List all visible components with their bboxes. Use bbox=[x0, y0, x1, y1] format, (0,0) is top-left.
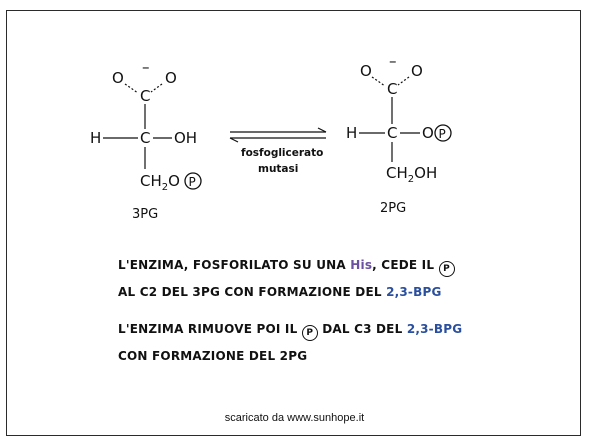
oxygen-left: O bbox=[360, 62, 372, 80]
statement2-line1: L'ENZIMA RIMUOVE POI IL P DAL C3 DEL 2,3… bbox=[118, 322, 462, 341]
hydrogen: H bbox=[346, 124, 357, 142]
ch2oh-group: CH2OH bbox=[386, 164, 437, 185]
carboxyl-carbon: C bbox=[387, 80, 397, 98]
bpg-label: 2,3-BPG bbox=[406, 322, 463, 336]
alpha-carbon: C bbox=[140, 129, 150, 147]
bond-dashed bbox=[150, 83, 163, 93]
bond-dashed bbox=[124, 83, 139, 94]
footer-source: scaricato da www.sunhope.it bbox=[224, 412, 365, 424]
oxygen-right: O bbox=[411, 62, 423, 80]
hydroxyl: OH bbox=[174, 129, 197, 147]
phosphate-p: P bbox=[439, 127, 446, 141]
molecule-3pg: O O – C H C OH CH2O P 3PG bbox=[90, 58, 202, 222]
phosphate-symbol: P bbox=[301, 325, 318, 341]
hydrogen: H bbox=[90, 129, 101, 147]
enzyme-name-line2: mutasi bbox=[258, 163, 298, 175]
slide-frame bbox=[6, 10, 581, 436]
phosphate-p: P bbox=[189, 175, 196, 189]
phosphate-circle bbox=[184, 172, 202, 190]
statement2-line2: CON FORMAZIONE DEL 2PG bbox=[118, 349, 308, 363]
bond-dashed bbox=[371, 76, 386, 87]
statement1-line2: AL C2 DEL 3PG CON FORMAZIONE DEL 2,3-BPG bbox=[118, 285, 442, 299]
negative-charge: – bbox=[142, 58, 150, 76]
enzyme-name-line1: fosfoglicerato bbox=[241, 147, 323, 159]
label-2pg: 2PG bbox=[380, 201, 406, 216]
negative-charge: – bbox=[389, 52, 397, 70]
bpg-label: 2,3-BPG bbox=[386, 285, 442, 299]
ch2-group: CH2O bbox=[140, 172, 180, 193]
phosphate-symbol: P bbox=[438, 261, 455, 277]
carboxyl-carbon: C bbox=[140, 87, 150, 105]
oxygen-left: O bbox=[112, 69, 124, 87]
oxygen-right: O bbox=[165, 69, 177, 87]
statement1-line1: L'ENZIMA, FOSFORILATO SU UNA His, CEDE I… bbox=[118, 258, 455, 277]
oxygen: O bbox=[422, 124, 434, 142]
label-3pg: 3PG bbox=[132, 207, 158, 222]
equilibrium-arrows bbox=[229, 127, 327, 143]
alpha-carbon: C bbox=[387, 124, 397, 142]
bond-dashed bbox=[397, 76, 410, 86]
phosphate-circle bbox=[434, 124, 452, 142]
molecule-2pg: O O – C H C O P CH2OH 2PG bbox=[346, 52, 452, 216]
histidine-label: His bbox=[350, 258, 373, 272]
